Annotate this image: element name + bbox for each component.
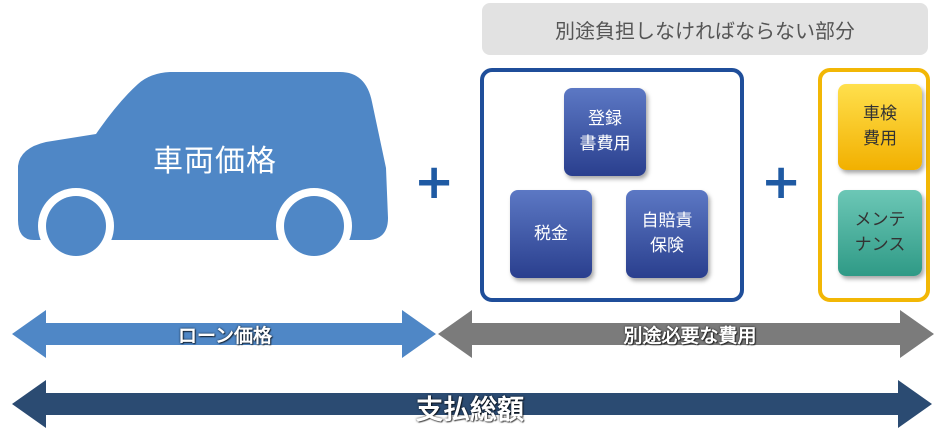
tax-tile: 税金 xyxy=(510,190,592,278)
total-payment-arrow xyxy=(12,380,932,428)
car-price-label: 車両価格 xyxy=(153,144,277,179)
extra-costs-label: 別途必要な費用 xyxy=(623,325,757,347)
plus-sign: + xyxy=(414,154,455,210)
maintenance-tile: メンテ ナンス xyxy=(838,190,922,276)
car-shape xyxy=(18,72,388,264)
extra-costs-arrow xyxy=(438,310,934,358)
compulsory-insurance-tile: 自賠責 保険 xyxy=(626,190,708,278)
registration-fee-tile: 登録 書費用 xyxy=(564,88,646,176)
loan-price-label: ローン価格 xyxy=(177,325,273,347)
total-payment-label: 支払総額 xyxy=(416,395,524,426)
plus-sign: + xyxy=(761,154,802,210)
inspection-fee-tile: 車検 費用 xyxy=(838,84,922,170)
loan-price-arrow xyxy=(12,310,436,358)
header-label: 別途負担しなければならない部分 xyxy=(482,3,928,55)
